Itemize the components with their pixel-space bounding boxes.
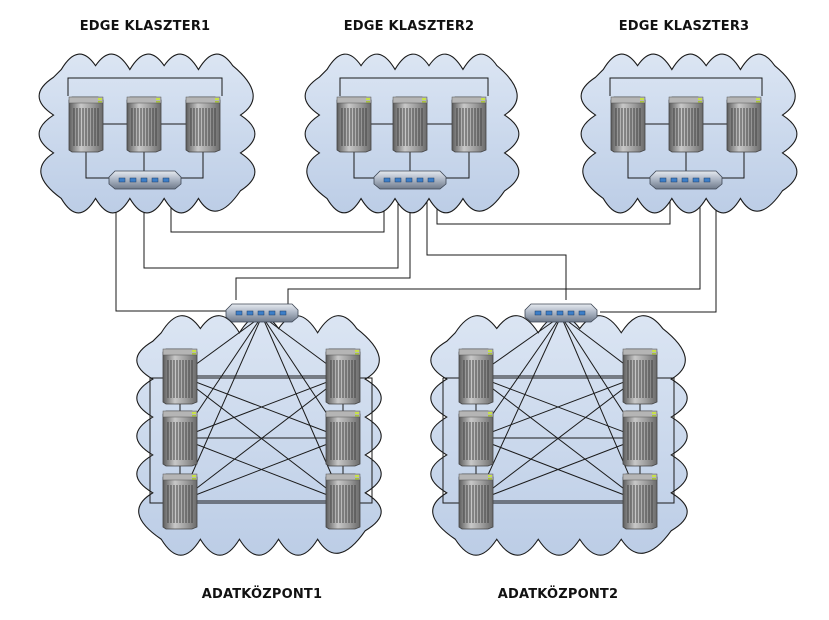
edge-cluster-1-label: EDGE KLASZTER1	[80, 19, 211, 34]
inter-cluster-link-4	[235, 190, 411, 300]
edge-cluster-3-top-bus	[609, 77, 763, 96]
edge-cluster-2-server-1	[336, 96, 372, 153]
edge-cluster-3-label: EDGE KLASZTER3	[619, 19, 750, 34]
edge-cluster-1-server-2	[126, 96, 162, 153]
edge-cluster-1-server-3	[185, 96, 221, 153]
datacenter-1-mesh-link	[179, 437, 344, 502]
datacenter-1-server-2	[325, 348, 361, 405]
datacenter-2-server-5	[458, 473, 494, 530]
inter-cluster-link-5	[426, 190, 567, 300]
datacenter-1-server-4	[325, 410, 361, 467]
inter-cluster-link-7	[287, 190, 701, 307]
datacenter-2-switch-link-6	[560, 315, 641, 502]
datacenter-2-server-6	[622, 473, 658, 530]
datacenter-2-mesh-link	[475, 375, 641, 439]
edge-cluster-3-server-3	[726, 96, 762, 153]
datacenter-2-server-3	[458, 410, 494, 467]
inter-cluster-link-8	[600, 190, 717, 313]
datacenter-2-server-4	[622, 410, 658, 467]
edge-cluster-3-server-1	[610, 96, 646, 153]
datacenter-2-label: ADATKÖZPONT2	[498, 586, 619, 602]
inter-cluster-link-1	[115, 190, 230, 312]
datacenter-2-server-2	[622, 348, 658, 405]
datacenter-2-server-1	[458, 348, 494, 405]
edge-cluster-1-top-bus	[67, 77, 223, 96]
datacenter-2-ring	[442, 377, 675, 504]
edge-cluster-3-server-2	[668, 96, 704, 153]
datacenter-2-switch	[524, 303, 598, 323]
edge-cluster-2-label: EDGE KLASZTER2	[344, 19, 475, 34]
datacenter-1-switch	[225, 303, 299, 323]
datacenter-1-mesh-link	[179, 375, 344, 439]
edge-cluster-2-switch	[373, 170, 447, 190]
datacenter-1-server-6	[325, 473, 361, 530]
edge-cluster-2-server-2	[392, 96, 428, 153]
datacenter-1-server-1	[162, 348, 198, 405]
inter-cluster-link-2	[143, 190, 399, 269]
datacenter-2-switch-link-5	[475, 315, 562, 502]
datacenter-1-ring	[149, 377, 373, 504]
edge-cluster-2-server-3	[451, 96, 487, 153]
edge-cluster-2-top-bus	[339, 77, 489, 96]
edge-cluster-3-switch	[649, 170, 723, 190]
datacenter-1-switch-link-6	[261, 315, 344, 502]
datacenter-1-server-3	[162, 410, 198, 467]
datacenter-1-switch-link-5	[179, 315, 263, 502]
edge-cluster-1-server-1	[68, 96, 104, 153]
datacenter-1-server-5	[162, 473, 198, 530]
edge-cluster-1-switch	[108, 170, 182, 190]
datacenter-1-label: ADATKÖZPONT1	[202, 586, 323, 602]
datacenter-2-mesh-link	[475, 437, 641, 502]
